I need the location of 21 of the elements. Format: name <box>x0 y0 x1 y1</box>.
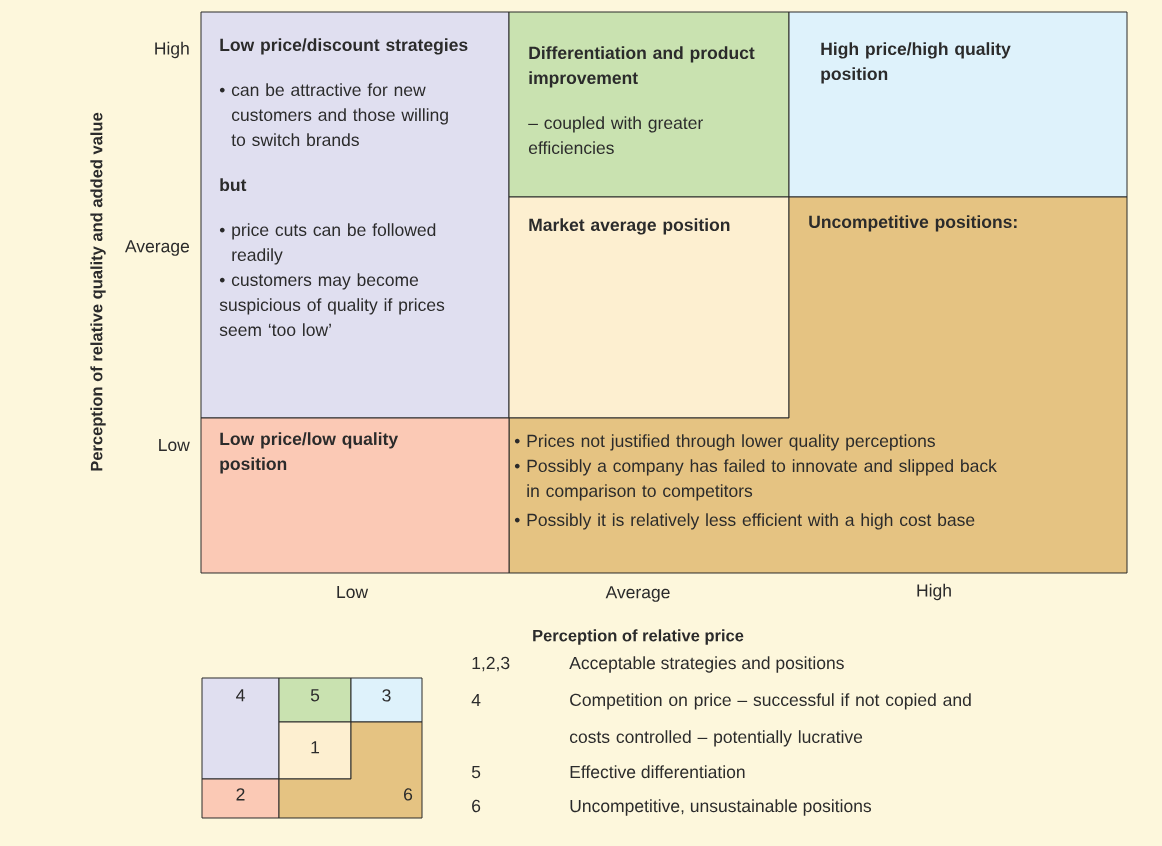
key-cell: 5 <box>278 677 352 723</box>
key-text: Effective differentiation <box>570 765 745 779</box>
key-cell: 4 <box>201 677 280 780</box>
key-number: 4 <box>471 693 481 706</box>
key-text: Uncompetitive, unsustainable positions <box>570 799 872 816</box>
key-number: 5 <box>471 765 481 779</box>
quadrant-cell: Low price/low quality position <box>200 417 510 574</box>
quadrant-cell: High price/high quality position <box>788 11 1128 198</box>
axis-title: Perception of relative price <box>533 629 744 645</box>
key-number: 6 <box>472 799 481 813</box>
key-cell: 2 <box>201 778 280 819</box>
tick-label: Low <box>159 438 190 452</box>
key-cell: 3 <box>350 677 423 723</box>
quadrant-cell: Market average position <box>508 196 790 419</box>
key-text: Acceptable strategies and positions <box>569 656 844 673</box>
key-number: 1,2,3 <box>472 656 510 672</box>
quadrant-cell: Differentiation and product improvement – coupled with greater efficiencies <box>508 11 790 198</box>
quadrant-cell: Low price/discount strategies • can be attractive for new customers and those willing to switch brands but • price cuts can be followed readily • customers may become suspicious of quality if prices seem ‘too low’ <box>200 11 510 419</box>
key-cell: 1 <box>278 721 352 780</box>
axis-title: Perception of relative quality and added value <box>90 112 106 471</box>
key-text: Competition on price – successful if not copied and costs controlled – potentially lucrative <box>569 693 971 747</box>
